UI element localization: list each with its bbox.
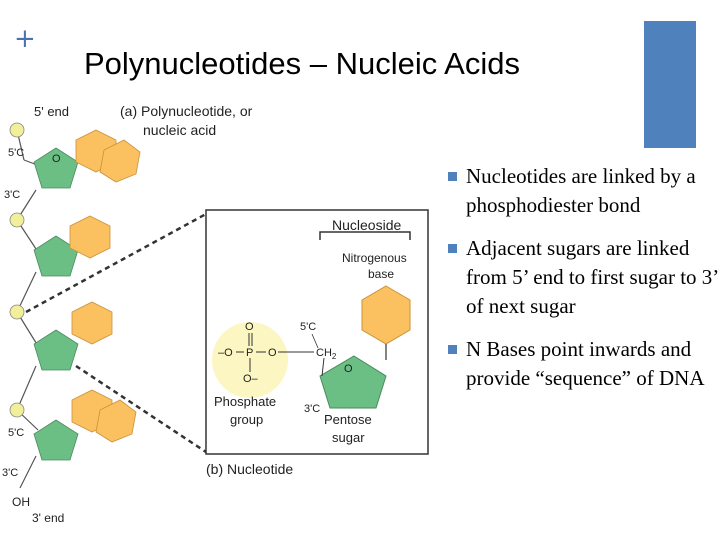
hydroxyl-label: OH — [12, 495, 30, 509]
phosphate-1 — [9, 122, 25, 138]
phosphate-o-left: –O — [218, 347, 233, 359]
phosphate-group-line1: Phosphate — [214, 394, 276, 409]
panel-a-title-line1: (a) Polynucleotide, or — [120, 103, 253, 119]
bullet-marker — [448, 172, 457, 181]
three-prime-end-label: 3' end — [32, 511, 64, 525]
three-prime-carbon-label: 3'C — [304, 403, 320, 415]
bullet-text: N Bases point inwards and provide “seque… — [466, 337, 705, 390]
base-4b — [95, 399, 137, 443]
phosphate-3 — [9, 304, 25, 320]
corner-plus-mark: + — [14, 24, 36, 54]
phosphate-o-top: O — [245, 321, 254, 333]
bullet-text: Nucleotides are linked by a phosphodiest… — [466, 164, 696, 217]
phosphate-group-line2: group — [230, 412, 263, 427]
sugar-rings — [33, 147, 79, 461]
bullet-text: Adjacent sugars are linked from 5’ end t… — [466, 236, 718, 318]
bullet-item: N Bases point inwards and provide “seque… — [448, 335, 720, 393]
ring-oxygen-label: O — [52, 153, 61, 165]
sugar-3 — [33, 329, 79, 371]
sugar-4 — [33, 419, 79, 461]
ch2-label: CH2 — [316, 347, 337, 361]
five-prime-carbon-pointer — [311, 333, 319, 349]
phosphate-4 — [9, 402, 25, 418]
phosphate-p: P — [246, 347, 253, 359]
nucleoside-bracket — [319, 231, 411, 240]
nucleoside-label: Nucleoside — [332, 217, 401, 233]
panel-a-title-line2: nucleic acid — [143, 122, 216, 138]
callout-dashed-lines — [25, 212, 207, 454]
base-2 — [69, 215, 111, 259]
base-label-line2: base — [368, 267, 394, 281]
bullet-marker — [448, 244, 457, 253]
pentose-sugar-line2: sugar — [332, 430, 365, 445]
phosphate-2 — [9, 212, 25, 228]
bullet-marker — [448, 345, 457, 354]
bullet-item: Nucleotides are linked by a phosphodiest… — [448, 162, 720, 220]
bullet-item: Adjacent sugars are linked from 5’ end t… — [448, 234, 720, 321]
bullet-list: Nucleotides are linked by a phosphodiest… — [448, 162, 720, 407]
accent-bar — [644, 21, 696, 148]
strand-label-5c-bottom: 5'C — [8, 427, 24, 439]
phosphate-o-right: O — [268, 347, 277, 359]
base-label-line1: Nitrogenous — [342, 251, 407, 265]
nucleic-acid-diagram: 5' end (a) Polynucleotide, or nucleic ac… — [2, 103, 429, 525]
panel-b-caption: (b) Nucleotide — [206, 461, 293, 477]
strand-label-5c-top: 5'C — [8, 147, 24, 159]
slide-title: Polynucleotides – Nucleic Acids — [84, 46, 520, 81]
base-1b — [99, 139, 141, 183]
sugar-1 — [33, 147, 79, 189]
five-prime-carbon-label: 5'C — [300, 321, 316, 333]
pentose-sugar-line1: Pentose — [324, 412, 372, 427]
strand-label-3c-bottom: 3'C — [2, 467, 18, 479]
strand-label-3c-top: 3'C — [4, 189, 20, 201]
five-prime-end-label: 5' end — [34, 104, 69, 119]
phosphate-o-bottom: O– — [243, 373, 259, 385]
base-3 — [71, 301, 113, 345]
nitrogenous-bases — [69, 129, 141, 443]
ch2-bond — [321, 357, 325, 377]
phosphate-groups — [9, 122, 25, 418]
pentose-pentagon — [319, 355, 387, 409]
pentose-ring-oxygen: O — [344, 363, 353, 375]
phosphate-bonds — [236, 333, 314, 372]
